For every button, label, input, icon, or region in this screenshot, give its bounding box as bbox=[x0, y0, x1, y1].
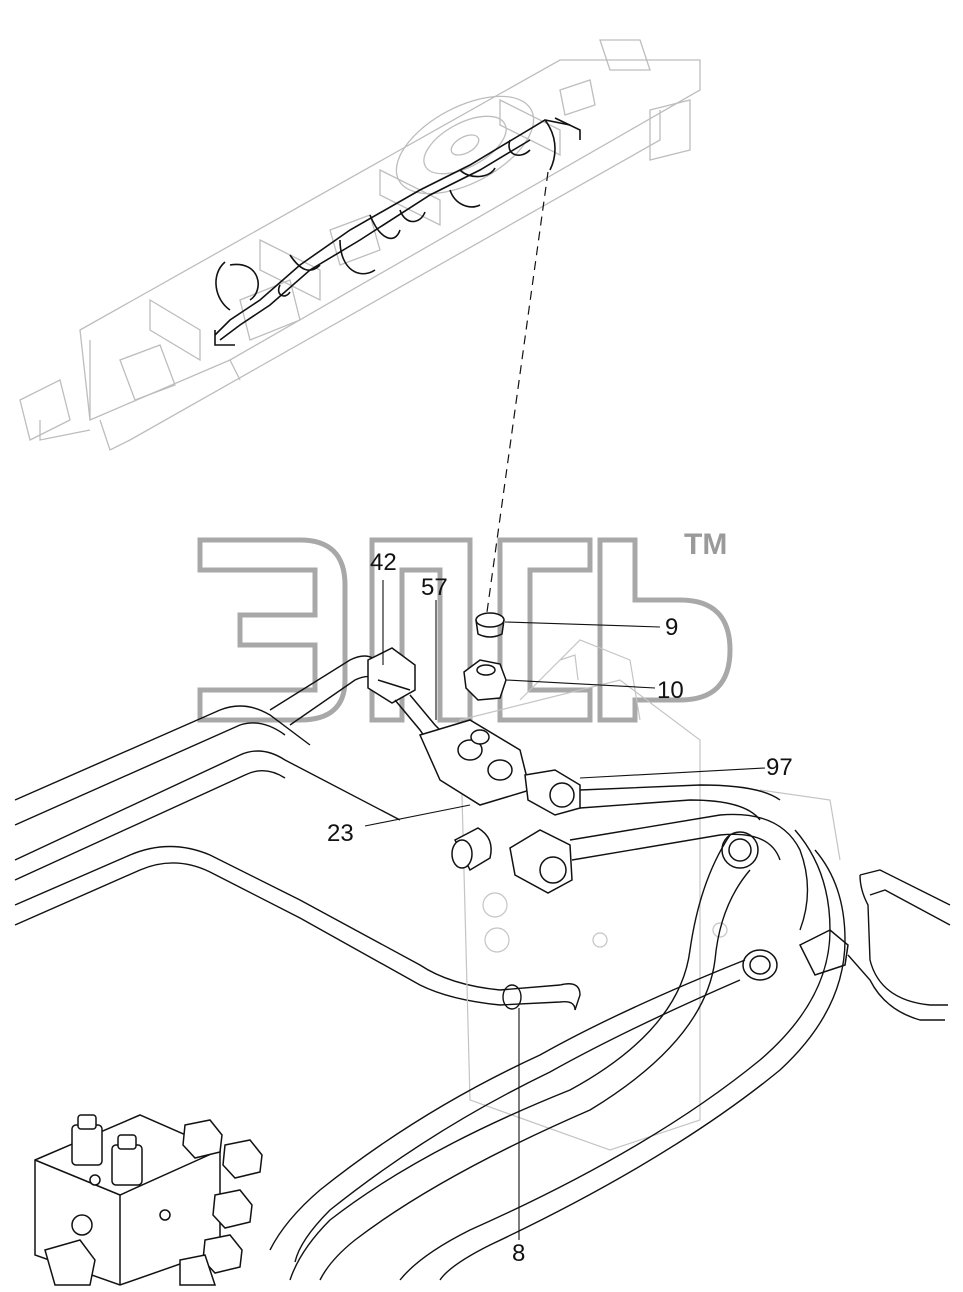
callout-97: 97 bbox=[766, 754, 793, 781]
control-valve bbox=[34, 1114, 263, 1286]
fitting-assembly bbox=[367, 612, 849, 981]
wiring-harness bbox=[214, 117, 581, 346]
hose-bundle-left bbox=[14, 655, 501, 1006]
leader-lines bbox=[364, 580, 766, 1240]
watermark-tm: TM bbox=[684, 528, 728, 561]
leader-9 bbox=[504, 621, 661, 628]
callout-57: 57 bbox=[421, 574, 448, 601]
callout-9: 9 bbox=[665, 614, 679, 641]
watermark-logo bbox=[197, 537, 733, 723]
leader-dashed bbox=[486, 171, 549, 613]
chassis-frame bbox=[19, 39, 701, 451]
callout-42: 42 bbox=[370, 549, 397, 576]
callout-23: 23 bbox=[327, 820, 354, 847]
leader-10 bbox=[505, 679, 656, 689]
callout-8: 8 bbox=[512, 1240, 526, 1267]
callout-10: 10 bbox=[657, 677, 684, 704]
leader-23 bbox=[364, 804, 471, 827]
leader-97 bbox=[579, 767, 766, 779]
hose-bundle-right bbox=[269, 784, 951, 1281]
valve-body-ghost bbox=[459, 639, 841, 1151]
hose-center bbox=[499, 983, 581, 1011]
